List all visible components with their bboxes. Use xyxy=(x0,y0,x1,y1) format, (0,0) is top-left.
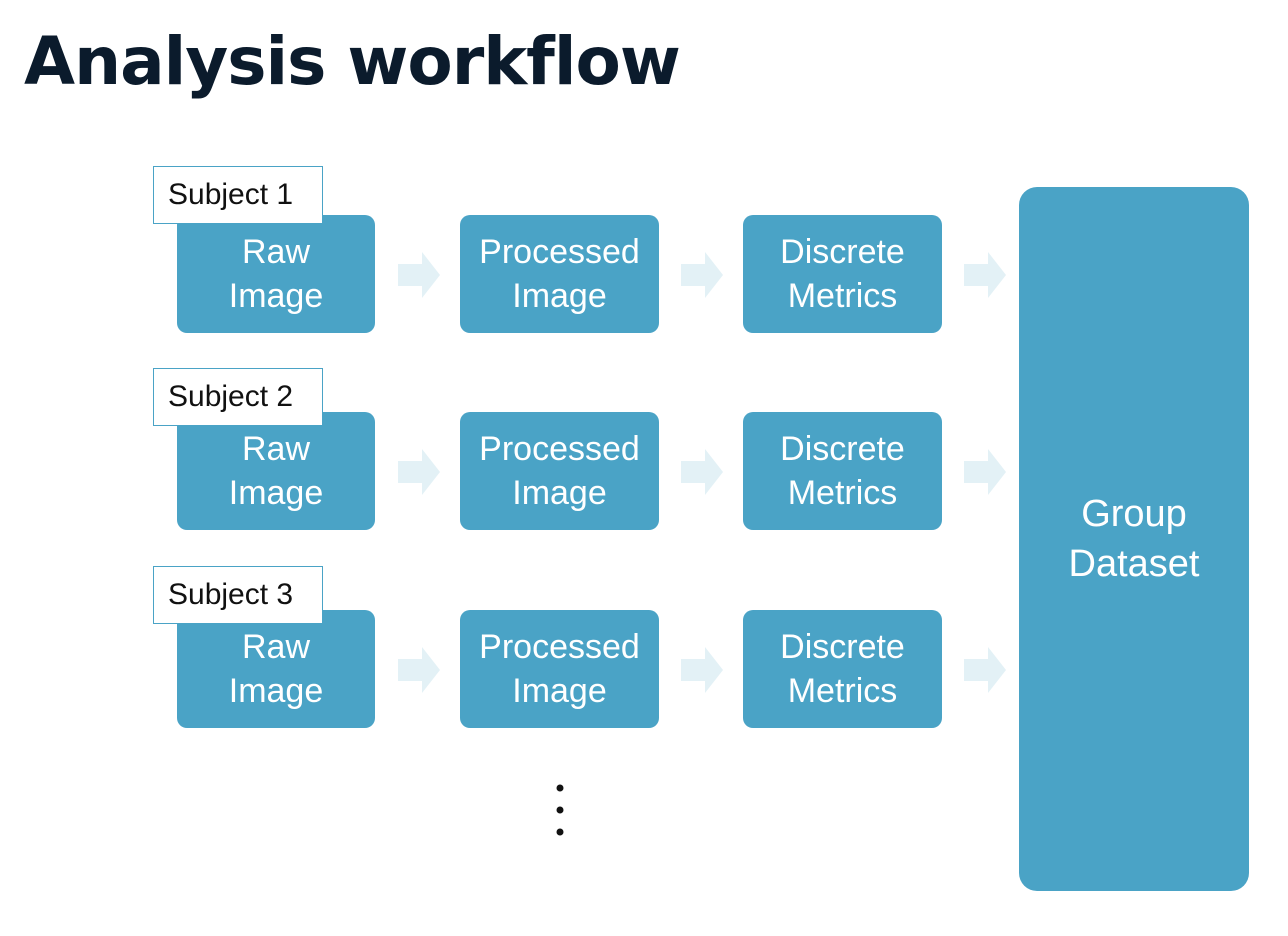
box-label-line: Image xyxy=(512,672,607,710)
right-arrow-icon xyxy=(398,449,440,495)
page-title: Analysis workflow xyxy=(24,23,681,100)
right-arrow-icon xyxy=(964,252,1006,298)
box-label-line: Processed xyxy=(479,430,640,468)
right-arrow-icon xyxy=(681,449,723,495)
vertical-ellipsis-icon xyxy=(556,784,564,836)
raw-image-box: Raw Image xyxy=(177,215,375,333)
discrete-metrics-box: Discrete Metrics xyxy=(743,412,942,530)
box-label-line: Image xyxy=(228,474,324,512)
raw-image-box: Raw Image xyxy=(177,412,375,530)
group-label-line: Dataset xyxy=(1068,543,1200,585)
right-arrow-icon xyxy=(681,647,723,693)
box-label-line: Metrics xyxy=(787,672,898,710)
processed-image-box: Processed Image xyxy=(460,610,659,728)
processed-image-box: Processed Image xyxy=(460,412,659,530)
right-arrow-icon xyxy=(681,252,723,298)
box-label-line: Image xyxy=(512,277,607,315)
box-label-line: Metrics xyxy=(787,474,898,512)
box-label-line: Processed xyxy=(479,233,640,271)
box-label-line: Discrete xyxy=(780,430,905,468)
right-arrow-icon xyxy=(964,449,1006,495)
box-label-line: Raw xyxy=(241,233,311,271)
raw-image-box: Raw Image xyxy=(177,610,375,728)
group-label-line: Group xyxy=(1081,493,1187,535)
box-label-line: Image xyxy=(512,474,607,512)
box-label-line: Image xyxy=(228,277,324,315)
discrete-metrics-box: Discrete Metrics xyxy=(743,610,942,728)
box-label-line: Raw xyxy=(241,430,311,468)
right-arrow-icon xyxy=(964,647,1006,693)
subject-label: Subject 1 xyxy=(153,166,323,224)
right-arrow-icon xyxy=(398,252,440,298)
group-dataset-box: Group Dataset xyxy=(1019,187,1249,891)
box-label-line: Discrete xyxy=(780,233,905,271)
subject-label: Subject 2 xyxy=(153,368,323,426)
box-label-line: Image xyxy=(228,672,324,710)
box-label-line: Metrics xyxy=(787,277,898,315)
subject-label: Subject 3 xyxy=(153,566,323,624)
box-label-line: Processed xyxy=(479,628,640,666)
right-arrow-icon xyxy=(398,647,440,693)
processed-image-box: Processed Image xyxy=(460,215,659,333)
box-label-line: Raw xyxy=(241,628,311,666)
discrete-metrics-box: Discrete Metrics xyxy=(743,215,942,333)
box-label-line: Discrete xyxy=(780,628,905,666)
